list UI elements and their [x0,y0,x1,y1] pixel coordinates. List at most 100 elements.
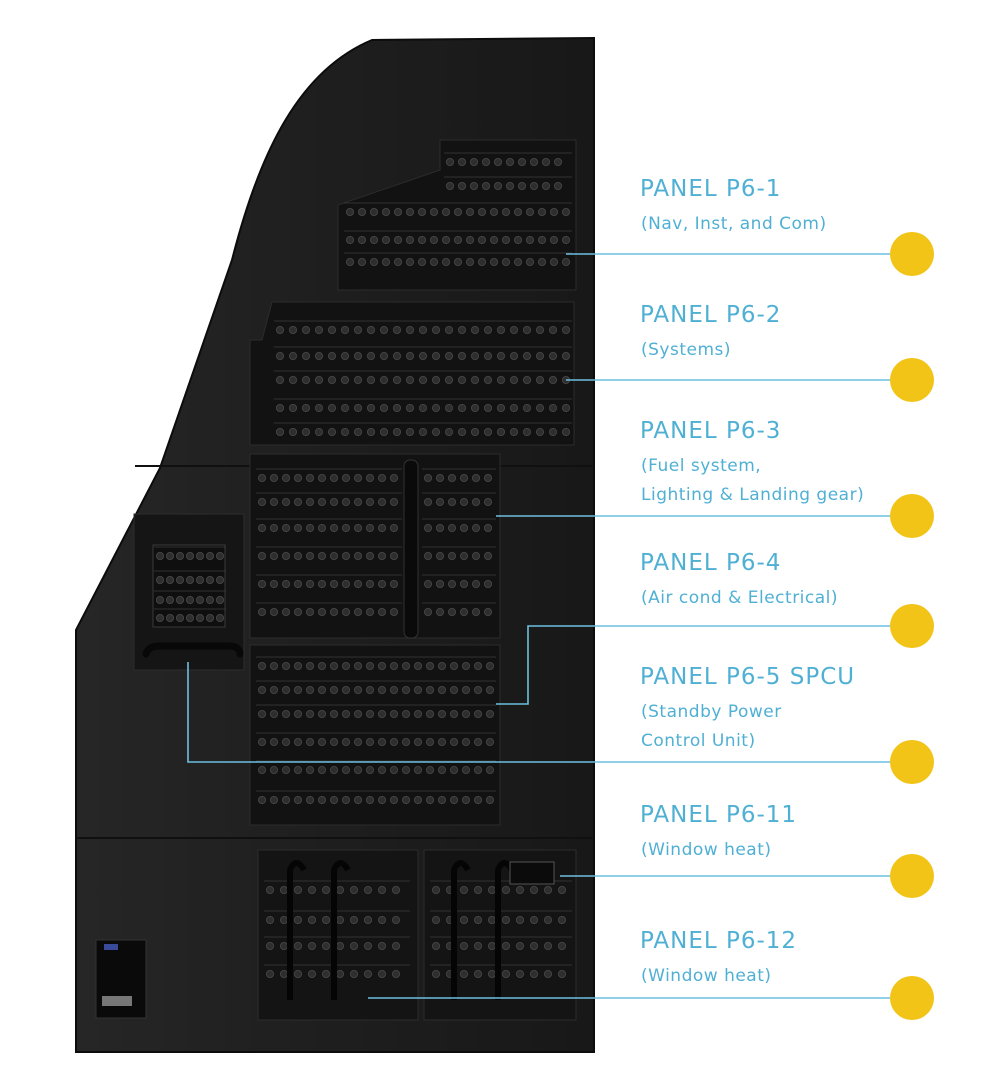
switch-knob [327,403,336,412]
switch-knob [329,580,338,589]
switch-knob [215,576,224,585]
switch-knob [257,473,266,482]
switch-knob [435,580,444,589]
switch-knob [423,497,432,506]
switch-knob [461,710,470,719]
switch-knob [526,207,535,216]
switch-knob [389,473,398,482]
switch-knob [485,710,494,719]
switch-knob [481,181,490,190]
switch-knob [444,351,453,360]
switch-knob [281,497,290,506]
switch-knob [389,524,398,533]
switch-knob [530,916,539,925]
switch-knob [483,375,492,384]
switch-knob [329,796,338,805]
switch-knob [377,942,386,951]
switch-knob [391,916,400,925]
switch-knob [470,375,479,384]
switch-knob [379,325,388,334]
switch-knob [459,970,468,979]
switch-knob [365,738,374,747]
switch-knob [431,351,440,360]
switch-knob [518,157,527,166]
switch-knob [562,351,571,360]
switch-knob [441,235,450,244]
switch-knob [365,766,374,775]
switch-knob [550,235,559,244]
switch-knob [293,970,302,979]
switch-knob [329,524,338,533]
switch-knob [550,207,559,216]
switch-knob [523,351,532,360]
service-box-tag [104,944,118,950]
switch-knob [473,662,482,671]
switch-knob [435,552,444,561]
callout-marker [890,740,934,784]
callout-title: PANEL P6-5 SPCU [640,664,856,690]
switch-knob [516,916,525,925]
switch-knob [449,710,458,719]
switch-knob [485,662,494,671]
switch-knob [447,580,456,589]
switch-knob [425,710,434,719]
switch-knob [530,886,539,895]
switch-knob [165,596,174,605]
callout-title: PANEL P6-2 [640,302,782,328]
switch-knob [381,235,390,244]
switch-knob [341,766,350,775]
switch-knob [444,427,453,436]
switch-knob [550,257,559,266]
switch-knob [523,375,532,384]
switch-knob [281,796,290,805]
switch-knob [413,686,422,695]
switch-knob [441,257,450,266]
switch-knob [257,796,266,805]
switch-knob [437,686,446,695]
switch-knob [301,351,310,360]
switch-knob [275,325,284,334]
switch-knob [431,970,440,979]
switch-knob [493,181,502,190]
switch-knob [329,662,338,671]
switch-knob [431,886,440,895]
switch-knob [365,686,374,695]
switch-knob [391,942,400,951]
switch-knob [257,524,266,533]
switch-knob [461,738,470,747]
switch-knob [489,235,498,244]
switch-knob [305,796,314,805]
switch-knob [523,325,532,334]
switch-knob [389,738,398,747]
switch-knob [470,403,479,412]
switch-knob [425,662,434,671]
switch-knob [562,257,571,266]
switch-knob [281,473,290,482]
switch-knob [341,796,350,805]
lower-handle-1 [287,860,307,1000]
switch-knob [257,686,266,695]
switch-knob [405,325,414,334]
switch-knob [257,738,266,747]
switch-knob [544,886,553,895]
callout-subtitle: (Window heat) [641,966,772,986]
switch-knob [501,970,510,979]
switch-knob [293,738,302,747]
callout-subtitle: (Nav, Inst, and Com) [641,214,827,234]
switch-knob [447,552,456,561]
switch-knob [340,351,349,360]
switch-knob [353,427,362,436]
switch-knob [483,325,492,334]
switch-knob [536,351,545,360]
switch-knob [369,207,378,216]
switch-knob [366,403,375,412]
switch-knob [431,403,440,412]
switch-knob [469,181,478,190]
switch-knob [357,235,366,244]
switch-knob [549,325,558,334]
switch-knob [293,766,302,775]
switch-knob [389,710,398,719]
switch-knob [293,942,302,951]
switch-knob [516,942,525,951]
switch-knob [401,766,410,775]
